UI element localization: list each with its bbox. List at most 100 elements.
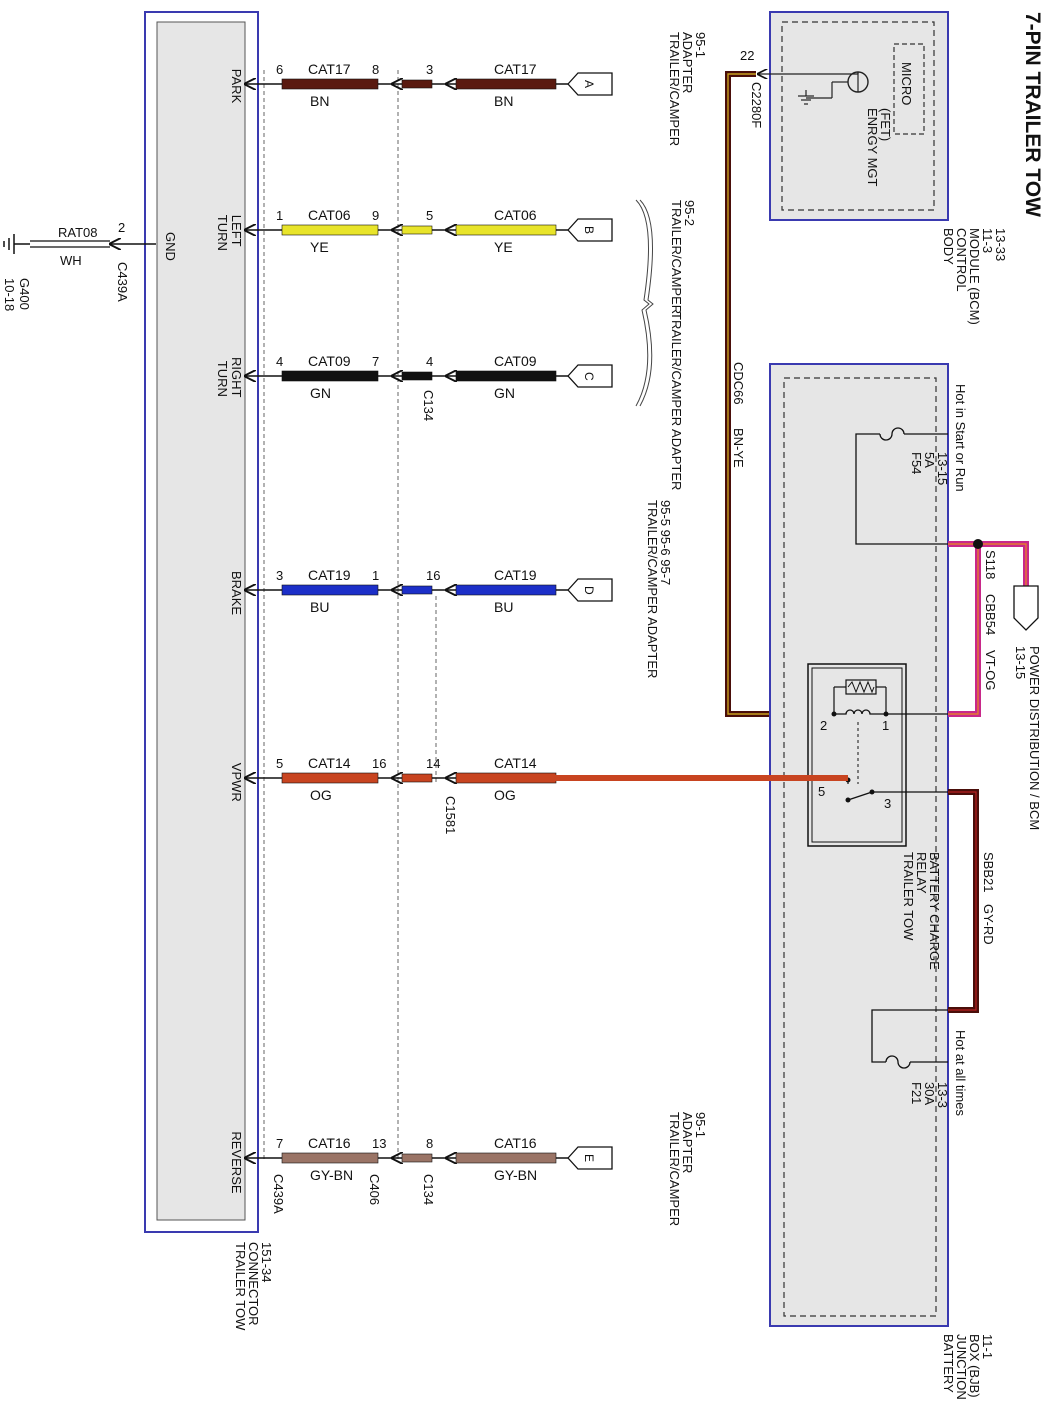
- relay-switch-icon: [847, 791, 873, 801]
- pin-function-label: VPWR: [229, 763, 244, 802]
- ground-circuit: RAT08: [58, 225, 98, 240]
- circuit-label: CAT19: [308, 567, 351, 583]
- adapter-terminal: [567, 72, 613, 96]
- adapter-label-turn-second: TRAILER/CAMPER ADAPTER: [669, 312, 684, 490]
- svg-text:TRAILER/CAMPER ADAPTER: TRAILER/CAMPER ADAPTER: [645, 500, 660, 678]
- bcm-ground-icon: [798, 90, 814, 105]
- sbb21-label: SBB21 GY-RD: [981, 852, 996, 945]
- svg-text:TRAILER/CAMPER: TRAILER/CAMPER: [669, 200, 684, 314]
- svg-text:ADAPTER: ADAPTER: [680, 32, 695, 93]
- wire-segment: [455, 370, 557, 382]
- c406-pin-number: 8: [372, 62, 379, 77]
- adapter-terminal: [567, 578, 613, 602]
- svg-text:ENRGY MGT: ENRGY MGT: [865, 108, 880, 187]
- c134-label-right-turn: C134: [421, 390, 436, 421]
- svg-text:13-15: 13-15: [1013, 646, 1028, 679]
- adapter-bracket-inner: [635, 199, 650, 407]
- wire-segment: [281, 584, 379, 596]
- wire-segment: [455, 78, 557, 90]
- wire-segment: [281, 772, 379, 784]
- color-code-label: GY-BN: [310, 1167, 353, 1183]
- adapter-label-turn: TRAILER/CAMPER 95-2: [669, 200, 697, 314]
- circuit-label: CAT14: [494, 755, 537, 771]
- s118-splice: [973, 539, 983, 549]
- svg-text:POWER DISTRIBUTION / BCM: POWER DISTRIBUTION / BCM: [1027, 646, 1042, 830]
- f21-fuse-icon: [885, 1055, 911, 1069]
- color-code-label: GY-BN: [494, 1167, 537, 1183]
- trailer-tow-relay: [807, 663, 907, 847]
- svg-text:5A: 5A: [922, 452, 937, 468]
- svg-text:TRAILER TOW: TRAILER TOW: [901, 852, 916, 941]
- wire-segment: [455, 1152, 557, 1164]
- adapter-terminal: [567, 1146, 613, 1170]
- hot-start-run-label: Hot in Start or Run: [953, 384, 968, 492]
- svg-text:11-1: 11-1: [980, 1334, 995, 1359]
- trailer-connector-body: [156, 21, 246, 1221]
- svg-text:95-1: 95-1: [693, 1112, 708, 1138]
- svg-text:(FET): (FET): [878, 108, 893, 141]
- wire-segment: [401, 225, 433, 235]
- micro-box: [893, 43, 925, 135]
- micro-label: MICRO: [899, 62, 914, 105]
- svg-text:TRAILER TOW: TRAILER TOW: [233, 1242, 248, 1331]
- c439a-label: C439A: [271, 1174, 286, 1214]
- pin-function-label: TURN: [215, 361, 230, 397]
- wire-segment: [281, 78, 379, 90]
- c406-label: C406: [367, 1174, 382, 1205]
- adapter-terminal: [567, 218, 613, 242]
- pin-function-label: PARK: [229, 69, 244, 104]
- color-code-label: OG: [310, 787, 332, 803]
- adapter-label-reverse: TRAILER/CAMPER ADAPTER 95-1: [667, 1112, 708, 1226]
- bjb-inner: [783, 377, 937, 1317]
- circuit-label: CAT06: [308, 207, 351, 223]
- c134-pin-number: 8: [426, 1136, 433, 1151]
- svg-text:ADAPTER: ADAPTER: [680, 1112, 695, 1173]
- svg-text:JUNCTION: JUNCTION: [954, 1334, 969, 1400]
- wire-segment: [455, 584, 557, 596]
- ground-page: 10-18: [2, 278, 17, 311]
- adapter-label-brake: TRAILER/CAMPER ADAPTER 95-5 95-6 95-7: [645, 500, 673, 678]
- adapter-letter: D: [582, 586, 596, 595]
- c406-pin-number: 13: [372, 1136, 386, 1151]
- adapter-letter: B: [582, 226, 596, 234]
- bcm-pin: 22: [740, 48, 754, 63]
- c406-pin-number: 7: [372, 354, 379, 369]
- relay-pin-5: 5: [818, 784, 825, 799]
- pin-number: 4: [276, 354, 283, 369]
- color-code-label: GN: [310, 385, 331, 401]
- wire-segment: [455, 224, 557, 236]
- diagram-title: 7-PIN TRAILER TOW: [1021, 12, 1044, 217]
- power-dist-label: POWER DISTRIBUTION / BCM 13-15: [1013, 646, 1042, 830]
- c134-pin-number: 16: [426, 568, 440, 583]
- color-code-label: OG: [494, 787, 516, 803]
- circuit-label: CAT06: [494, 207, 537, 223]
- trailer-tow-connector: TRAILER TOW CONNECTOR 151-34 GND: [144, 11, 274, 1331]
- circuit-label: CAT09: [308, 353, 351, 369]
- svg-text:BN-YE: BN-YE: [731, 428, 746, 468]
- gnd-label: GND: [163, 232, 178, 261]
- c406-pin-number: 1: [372, 568, 379, 583]
- wire-segment: [281, 1152, 379, 1164]
- bjb-name: BATTERY JUNCTION BOX (BJB) 11-1: [941, 1334, 995, 1400]
- cbb54-label: S118 CBB54 VT-OG: [983, 550, 998, 690]
- relay-pin-1: 1: [882, 718, 889, 733]
- pin-function-label: BRAKE: [229, 571, 244, 615]
- svg-text:TRAILER/CAMPER: TRAILER/CAMPER: [667, 32, 682, 146]
- svg-text:CONNECTOR: CONNECTOR: [246, 1242, 261, 1326]
- svg-text:CBB54: CBB54: [983, 594, 998, 635]
- bcm-inner: [781, 21, 935, 211]
- color-code-label: GN: [494, 385, 515, 401]
- color-code-label: YE: [310, 239, 329, 255]
- bcm-name: BODY CONTROL MODULE (BCM) 11-3 13-33: [941, 228, 1008, 325]
- svg-text:95-2: 95-2: [682, 200, 697, 226]
- bcm-outline: [769, 11, 949, 221]
- svg-text:TRAILER/CAMPER: TRAILER/CAMPER: [667, 1112, 682, 1226]
- ground-pin: 2: [118, 220, 125, 235]
- svg-text:F21: F21: [909, 1082, 924, 1104]
- c134-pin-number: 4: [426, 354, 433, 369]
- trailer-connector-name: TRAILER TOW CONNECTOR 151-34: [233, 1242, 274, 1331]
- circuit-label: CAT19: [494, 567, 537, 583]
